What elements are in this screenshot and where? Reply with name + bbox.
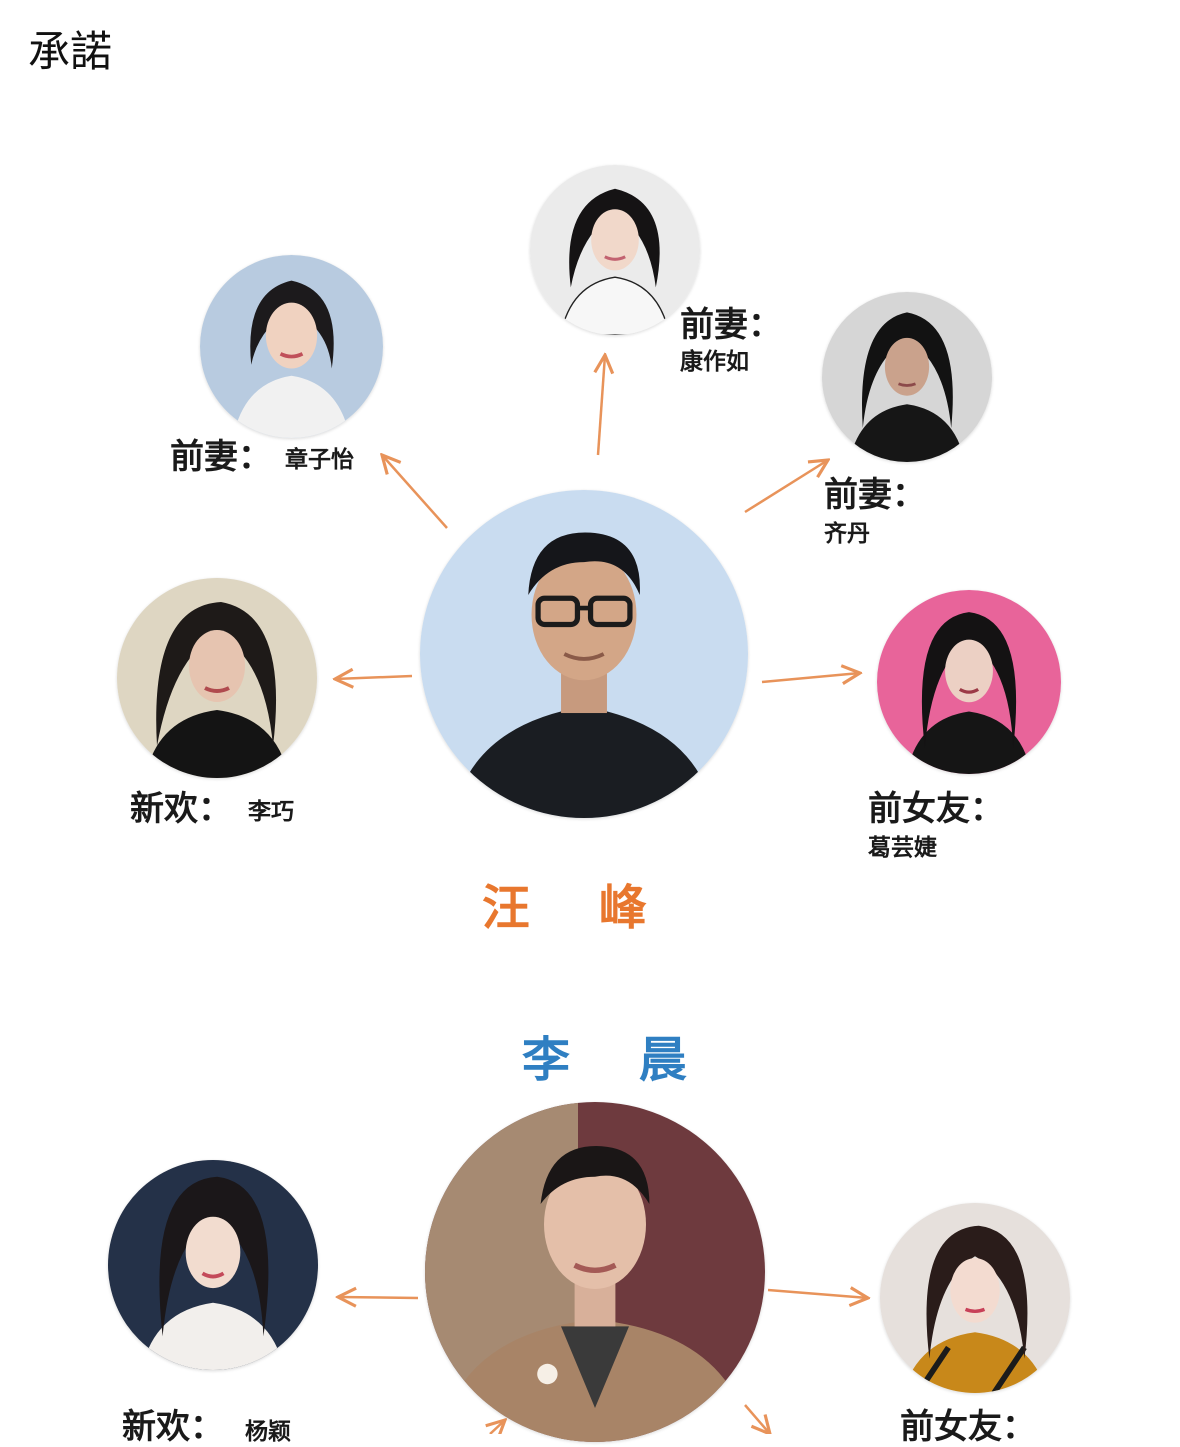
arrow-down-right [744, 1404, 770, 1434]
li-chen-name: 李 晨 [522, 1032, 713, 1088]
li-qiao-relation: 新欢： [130, 789, 232, 829]
yang-ying-relation: 新欢： [122, 1407, 224, 1447]
ge-yunjie-photo [877, 590, 1061, 774]
qi-dan-relation: 前妻： [824, 475, 926, 515]
li-chen-ex-relation: 前女友： [900, 1407, 1036, 1447]
arrow-to-qi-dan [744, 460, 828, 514]
arrow-to-ge-yunjie [761, 673, 860, 682]
ge-yunjie-relation: 前女友： [868, 789, 1004, 829]
li-qiao-photo [117, 578, 317, 778]
qi-dan-name: 齐丹 [824, 520, 870, 547]
arrow-to-li-qiao [335, 676, 413, 679]
qi-dan-photo [822, 292, 992, 462]
li-chen-ex-photo [880, 1203, 1070, 1393]
arrow-to-zhang-ziyi [382, 455, 448, 529]
zhang-ziyi-relation: 前妻： [170, 437, 272, 477]
kang-zuoru-photo [530, 165, 700, 335]
kang-zuoru-relation: 前妻： [680, 305, 782, 345]
arrow-to-li-chen-ex [767, 1290, 868, 1298]
yang-ying-photo [108, 1160, 318, 1370]
wang-feng-name: 汪 峰 [482, 880, 673, 936]
li-chen-photo [425, 1102, 765, 1442]
page-title: 承諾 [28, 27, 113, 76]
yang-ying-name: 杨颖 [245, 1418, 291, 1445]
arrow-down-left [490, 1420, 505, 1434]
ge-yunjie-name: 葛芸婕 [868, 834, 937, 861]
kang-zuoru-name: 康作如 [680, 348, 749, 375]
arrow-to-kang-zuoru [598, 355, 605, 456]
wang-feng-photo [420, 490, 748, 818]
arrow-to-yang-ying [338, 1297, 419, 1298]
zhang-ziyi-name: 章子怡 [285, 446, 354, 473]
zhang-ziyi-photo [200, 255, 383, 438]
li-qiao-name: 李巧 [248, 798, 294, 825]
